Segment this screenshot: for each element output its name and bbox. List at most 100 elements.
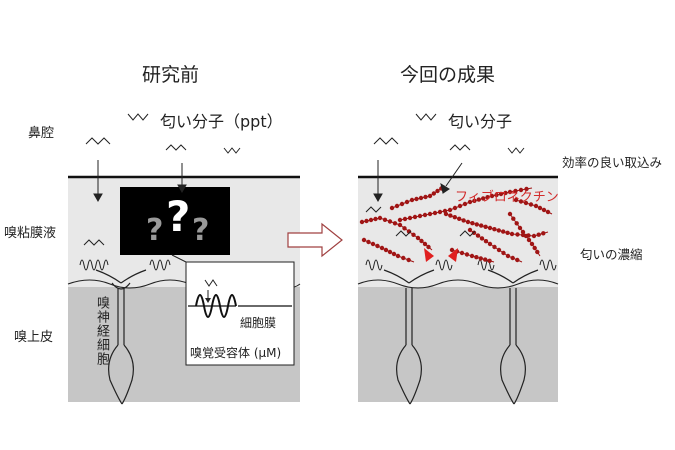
fibronectin-bead [459,250,465,256]
fibronectin-bead [387,219,393,224]
fibronectin-bead [536,232,541,237]
fibronectin-bead [474,222,479,227]
fibronectin-bead [368,217,374,223]
fibronectin-bead [389,205,395,211]
right-olfactory-neuron-1 [383,269,435,405]
label-olfactory-receptor: 嗅覚受容体 (μM) [190,346,282,360]
fibronectin-bead [373,216,378,222]
fibronectin-bead [394,203,400,209]
fibronectin-bead [399,201,405,207]
fibronectin-bead [447,207,453,213]
fibronectin-bead [387,249,393,255]
fibronectin-bead [511,216,516,221]
right-cilia-line [357,279,559,289]
fibronectin-bead [423,194,428,200]
fibronectin-bead [472,198,477,203]
fibronectin-bead [448,213,453,218]
fibronectin-bead [402,216,408,222]
fibronectin-bead [517,225,523,231]
fibronectin-bead [470,221,475,226]
fibronectin-bead [518,187,524,193]
fibronectin-bead [514,221,519,226]
label-odor-concentration: 匂いの濃縮 [580,247,643,262]
fibronectin-bead [375,243,380,249]
fibronectin-bead [457,216,462,221]
question-mark-icon: ? [166,192,191,241]
fibronectin-bead [541,231,546,236]
fibronectin-bead [513,188,518,194]
odor-molecule-icon [373,137,399,145]
fibronectin-bead [505,253,511,259]
odor-molecule-icon [365,206,382,213]
fibronectin-bead [479,236,485,241]
fibronectin-bead [469,253,475,259]
fibronectin-bead [361,237,367,243]
fibronectin-bead [411,232,416,237]
fibronectin-bead [483,239,489,244]
fibronectin-bead [474,255,479,260]
odor-molecule-icon [459,230,476,237]
odor-molecule-icon [415,113,437,121]
fibronectin-bead [475,233,481,238]
fibronectin-bead [501,229,506,234]
label-epithelium: 嗅上皮 [14,330,54,345]
fibronectin-bead [449,247,455,253]
fibronectin-bead [379,245,385,251]
fibronectin-bead [395,253,401,259]
fibronectin-bead [483,224,488,229]
fibronectin-bead [476,197,481,202]
fibronectin-bead [489,193,495,199]
question-mark-icon: ? [192,213,210,248]
fibronectin-bead [397,217,403,223]
odor-molecule-icon [85,137,111,145]
fibronectin-bead [426,244,431,250]
fibronectin-bead [515,232,520,237]
fibronectin-bead [520,229,526,235]
unknown-mechanism-box [120,187,230,255]
right-epithelium-layer [358,287,558,402]
fibronectin-bead [513,197,519,203]
fibronectin-bead [427,193,433,199]
fibronectin-bead [537,205,543,211]
inset-odor-molecule-icon [204,279,218,287]
fibronectin-bead [509,231,515,237]
fibronectin-bead [457,203,463,209]
fibronectin-bead [465,219,471,225]
fibronectin-bead [529,241,535,247]
fibronectin-bead [401,255,406,261]
fibronectin-bead [496,228,501,233]
transition-arrow-icon [287,222,343,258]
fibronectin-bead [515,257,520,263]
right-odor-molecules [365,113,525,237]
fibronectin-bead [392,221,398,226]
fibronectin-bead [370,241,376,247]
before-title: 研究前 [142,64,200,86]
question-mark-icon: ? [146,213,164,248]
fibronectin-bead [541,207,547,213]
fibronectin-bead [452,215,457,220]
fibronectin-bead [481,196,486,201]
fibronectin-bead [452,205,458,211]
fibronectin-bead [464,252,470,257]
fibronectin-bead [487,258,492,263]
fibronectin-bead [485,195,490,200]
fibronectin-bead [505,230,510,235]
fibronectin-bead [407,215,413,221]
fibronectin-bead [494,192,499,198]
label-efficient-uptake: 効率の良い取込み [562,155,663,170]
receptor-inset [171,254,295,366]
fibronectin-bead [359,219,365,225]
fibronectin-bead [483,257,488,262]
odor-molecule-icon [449,144,471,151]
fibronectin-bead [404,199,410,205]
concentration-arrows [424,248,458,262]
fibronectin-bead [498,191,504,197]
fibronectin-bead [461,218,466,223]
fibronectin-bead [471,230,477,235]
fibronectin-bead [487,241,493,247]
fibronectin-bead [397,222,403,228]
fibronectin-bead [503,190,508,196]
left-receptor-small [79,259,171,271]
fibronectin-bead [492,227,497,232]
fibronectin-bead [528,202,534,207]
